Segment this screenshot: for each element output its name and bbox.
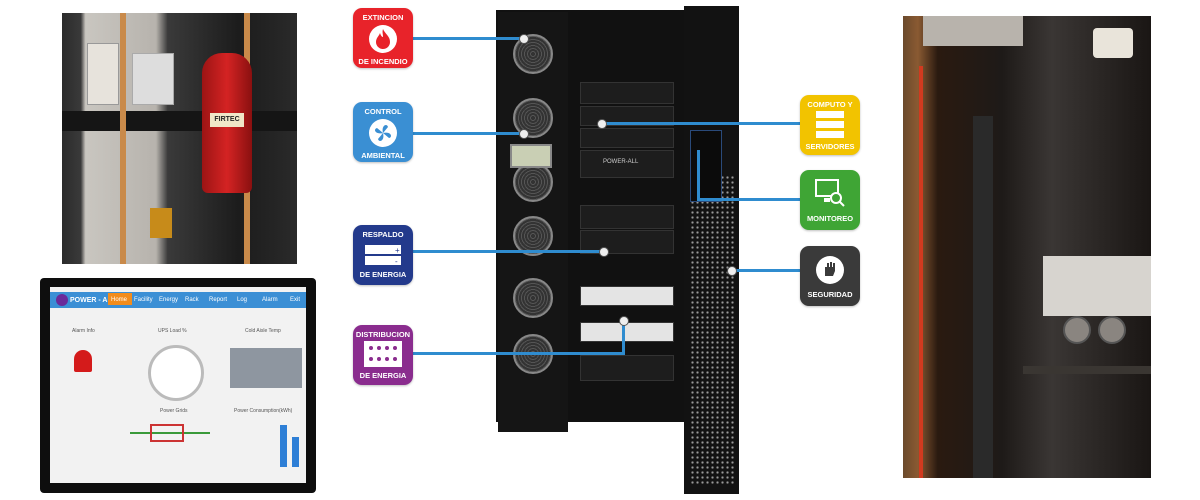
tab-home[interactable]: Home	[111, 297, 128, 303]
connector-dot	[599, 247, 609, 257]
server-icon	[816, 111, 844, 138]
connector-dot	[597, 119, 607, 129]
tab-alarm[interactable]: Alarm	[262, 297, 278, 303]
red-cable	[919, 66, 923, 478]
copper-pipe	[120, 13, 126, 264]
consumption-bar	[280, 425, 287, 467]
rack-interior-photo	[903, 16, 1151, 478]
fan-icon	[513, 216, 553, 256]
connector-dot	[619, 316, 629, 326]
tag-monitoreo: MONITOREO	[800, 170, 860, 230]
tag-computo-line2: SERVIDORES	[805, 142, 855, 151]
connector-line	[733, 269, 800, 272]
battery-icon: +-	[365, 245, 401, 266]
tag-respaldo: RESPALDO +- DE ENERGIA	[353, 225, 413, 285]
tag-computo: COMPUTO Y SERVIDORES	[800, 95, 860, 155]
fan-icon	[513, 278, 553, 318]
tag-seguridad: SEGURIDAD	[800, 246, 860, 306]
breaker-panel	[132, 53, 174, 105]
connector-line	[413, 37, 523, 40]
smoke-detector-icon	[1093, 28, 1133, 58]
tab-exit[interactable]: Exit	[290, 297, 301, 303]
connector-line	[413, 352, 625, 355]
transformer	[150, 208, 172, 238]
active-tab-bg	[108, 293, 132, 305]
connector-line	[622, 320, 625, 355]
connector-line	[413, 250, 603, 253]
tag-distribucion-line1: DISTRIBUCION	[355, 330, 411, 339]
server-unit	[580, 355, 674, 381]
panel-title-power-consumption: Power Consumption(kWh)	[234, 408, 293, 414]
tag-extincion-line1: EXTINCION	[362, 13, 404, 22]
connector-dot	[727, 266, 737, 276]
connector-dot	[519, 34, 529, 44]
connector-dot	[519, 129, 529, 139]
lcd-display	[510, 144, 552, 168]
fire-suppression-photo: FIRTEC	[62, 13, 297, 264]
tab-log[interactable]: Log	[237, 297, 248, 303]
monitor-search-icon	[815, 179, 845, 207]
tag-extincion: EXTINCION DE INCENDIO	[353, 8, 413, 68]
tag-distribucion-line2: DE ENERGIA	[359, 371, 407, 380]
mount-bar	[62, 111, 297, 131]
fan-icon	[1063, 316, 1091, 344]
consumption-bar	[292, 437, 299, 467]
power-grid-box	[150, 424, 184, 442]
tag-control-line2: AMBIENTAL	[361, 151, 405, 160]
connector-line	[600, 122, 800, 125]
tag-computo-line1: COMPUTO Y	[807, 100, 853, 109]
panel-title-power-grids: Power Grids	[160, 408, 188, 414]
top-panel	[923, 16, 1023, 46]
tab-energy[interactable]: Energy	[159, 297, 179, 303]
tag-extincion-line2: DE INCENDIO	[358, 57, 408, 66]
monitoring-module	[690, 130, 722, 202]
server-unit	[580, 128, 674, 148]
screen-logo: POWER - ALL	[70, 297, 117, 304]
tab-report[interactable]: Report	[209, 297, 228, 303]
stop-hand-icon	[816, 256, 844, 284]
tab-rack[interactable]: Rack	[185, 297, 199, 303]
tag-monitoreo-line1: MONITOREO	[806, 214, 854, 223]
extinguisher-label: FIRTEC	[210, 113, 244, 127]
fire-extinguisher: FIRTEC	[202, 53, 252, 193]
panel-title-ups: UPS Load %	[158, 328, 187, 334]
server-unit	[580, 82, 674, 104]
power-grid-line	[130, 432, 210, 434]
tag-control-line1: CONTROL	[364, 107, 402, 116]
electrical-box	[87, 43, 119, 105]
fan-icon	[1098, 316, 1126, 344]
outlets-icon	[364, 341, 402, 367]
fire-icon	[369, 25, 397, 53]
logo-icon	[56, 294, 68, 306]
tab-facility[interactable]: Facility	[134, 297, 153, 303]
connector-line	[697, 198, 800, 201]
connector-line	[697, 150, 700, 200]
vertical-pdu	[973, 116, 993, 478]
connector-line	[413, 132, 523, 135]
tag-respaldo-line2: DE ENERGIA	[359, 270, 407, 279]
tag-respaldo-line1: RESPALDO	[362, 230, 404, 239]
tag-control-ambiental: CONTROL AMBIENTAL	[353, 102, 413, 162]
tag-distribucion: DISTRIBUCION DE ENERGIA	[353, 325, 413, 385]
ups-gauge	[148, 345, 204, 401]
ups-unit: POWER-ALL	[580, 150, 674, 178]
panel-title-cold-aisle: Cold Aisle Temp	[245, 328, 281, 334]
panel-title-alarm: Alarm Info	[72, 328, 95, 334]
cabinet-brand: POWER-ALL	[603, 159, 639, 165]
door-mesh	[690, 175, 734, 485]
ups-unit	[580, 205, 674, 229]
alarm-beacon-icon	[74, 350, 92, 372]
svg-text:-: -	[395, 257, 398, 266]
fan-icon	[513, 162, 553, 202]
cold-aisle-panel	[230, 348, 302, 388]
pdu-unit	[580, 286, 674, 306]
svg-text:+: +	[395, 246, 400, 255]
server-chassis	[1043, 256, 1151, 316]
fan-icon	[369, 119, 397, 147]
tag-seguridad-line1: SEGURIDAD	[807, 290, 853, 299]
rack-shelf	[1023, 366, 1151, 374]
